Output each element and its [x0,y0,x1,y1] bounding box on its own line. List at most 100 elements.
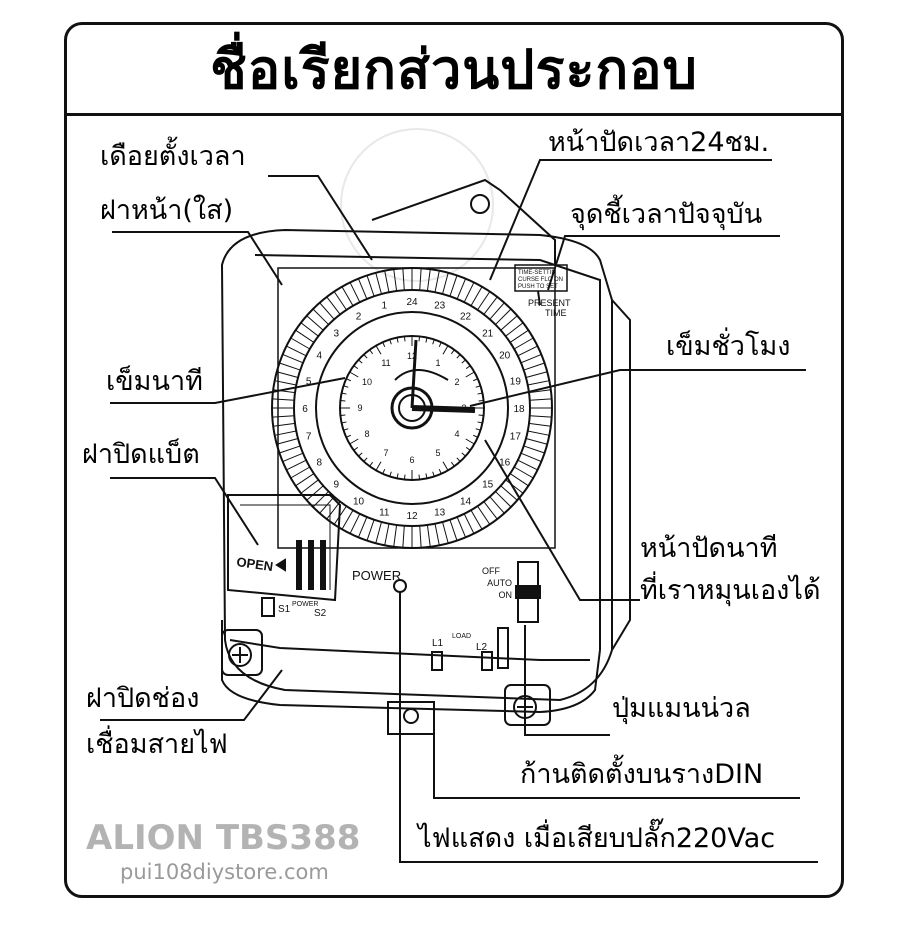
timer-pin[interactable] [357,516,368,538]
timer-pin[interactable] [276,371,299,378]
minute-tick [465,371,475,378]
timer-pin[interactable] [528,422,551,427]
timer-pin[interactable] [505,479,524,494]
minute-hand [410,339,418,409]
timer-pin[interactable] [520,353,542,364]
timer-pin[interactable] [525,438,548,445]
timer-pin[interactable] [366,519,375,541]
timer-pin[interactable] [326,296,341,315]
timer-pin[interactable] [527,430,550,436]
timer-pin[interactable] [333,291,347,311]
timer-pin[interactable] [527,380,550,386]
minute-tick [349,371,359,378]
timer-pin[interactable] [500,315,518,331]
timer-pin[interactable] [483,296,498,315]
timer-pin[interactable] [470,509,483,530]
timer-pin[interactable] [449,275,458,297]
timer-pin[interactable] [295,329,315,343]
timer-pin[interactable] [282,353,304,364]
timer-pin[interactable] [525,371,548,378]
timer-pin[interactable] [434,270,440,293]
timer-pin[interactable] [495,308,512,325]
timer-pin[interactable] [456,516,467,538]
timer-pin[interactable] [341,509,354,530]
timer-pin[interactable] [272,415,295,418]
timer-pin[interactable] [333,505,347,525]
timer-pin[interactable] [300,479,319,494]
timer-pin[interactable] [529,398,552,401]
timer-pin[interactable] [319,496,335,514]
timer-pin[interactable] [529,415,552,418]
timer-pin[interactable] [272,398,295,401]
timer-pin[interactable] [312,491,329,508]
minute-tick [478,414,484,417]
timer-pin[interactable] [274,380,297,386]
timer-pin[interactable] [402,268,405,291]
minute-number: 7 [383,448,388,458]
timer-pin[interactable] [489,496,505,514]
timer-pin[interactable] [442,521,449,544]
timer-pin[interactable] [477,291,491,311]
timer-pin[interactable] [419,525,422,548]
timer-pin[interactable] [341,286,354,307]
timer-pin[interactable] [290,466,311,479]
timer-pin[interactable] [286,345,307,357]
timer-pin[interactable] [489,302,505,320]
timer-pin[interactable] [509,329,529,343]
timer-pin[interactable] [517,459,538,471]
timer-pin[interactable] [375,272,382,295]
timer-pin[interactable] [426,269,431,292]
timer-pin[interactable] [349,282,361,303]
tag-line-3: PUSH TO SET [518,284,558,290]
label-minute-dial-2: ที่เราหมุนเองได้ [640,575,821,606]
timer-pin[interactable] [477,505,491,525]
timer-pin[interactable] [349,513,361,534]
timer-pin[interactable] [319,302,335,320]
timer-pin[interactable] [279,445,301,454]
timer-pin[interactable] [366,275,375,297]
timer-pin[interactable] [393,269,398,292]
timer-pin[interactable] [282,452,304,463]
timer-pin[interactable] [276,438,299,445]
timer-pin[interactable] [286,459,307,471]
timer-pin[interactable] [357,278,368,300]
timer-pin[interactable] [312,308,329,325]
timer-pin[interactable] [509,473,529,487]
timer-pin[interactable] [306,315,324,331]
timer-pin[interactable] [520,452,542,463]
timer-pin[interactable] [463,513,475,534]
timer-pin[interactable] [449,519,458,541]
timer-pin[interactable] [426,524,431,547]
timer-pin[interactable] [513,466,534,479]
timer-pin[interactable] [500,485,518,501]
timer-pin[interactable] [495,491,512,508]
timer-pin[interactable] [513,337,534,350]
timer-pin[interactable] [306,485,324,501]
timer-pin[interactable] [290,337,311,350]
timer-pin[interactable] [483,501,498,520]
minute-number: 3 [461,403,466,413]
timer-pin[interactable] [470,286,483,307]
timer-pin[interactable] [505,322,524,337]
timer-pin[interactable] [300,322,319,337]
timer-pin[interactable] [393,524,398,547]
leader-minute-dial [484,439,640,601]
timer-pin[interactable] [523,445,545,454]
timer-pin[interactable] [528,389,551,394]
timer-pin[interactable] [375,521,382,544]
timer-pin[interactable] [273,422,296,427]
timer-pin[interactable] [456,278,467,300]
timer-pin[interactable] [419,268,422,291]
timer-pin[interactable] [384,270,390,293]
timer-pin[interactable] [517,345,538,357]
timer-pin[interactable] [523,362,545,371]
timer-pin[interactable] [463,282,475,303]
timer-pin[interactable] [326,501,341,520]
timer-pin[interactable] [274,430,297,436]
timer-pin[interactable] [279,362,301,371]
timer-pin[interactable] [295,473,315,487]
timer-pin[interactable] [434,523,440,546]
timer-pin[interactable] [442,272,449,295]
timer-pin[interactable] [402,525,405,548]
timer-pin[interactable] [384,523,390,546]
